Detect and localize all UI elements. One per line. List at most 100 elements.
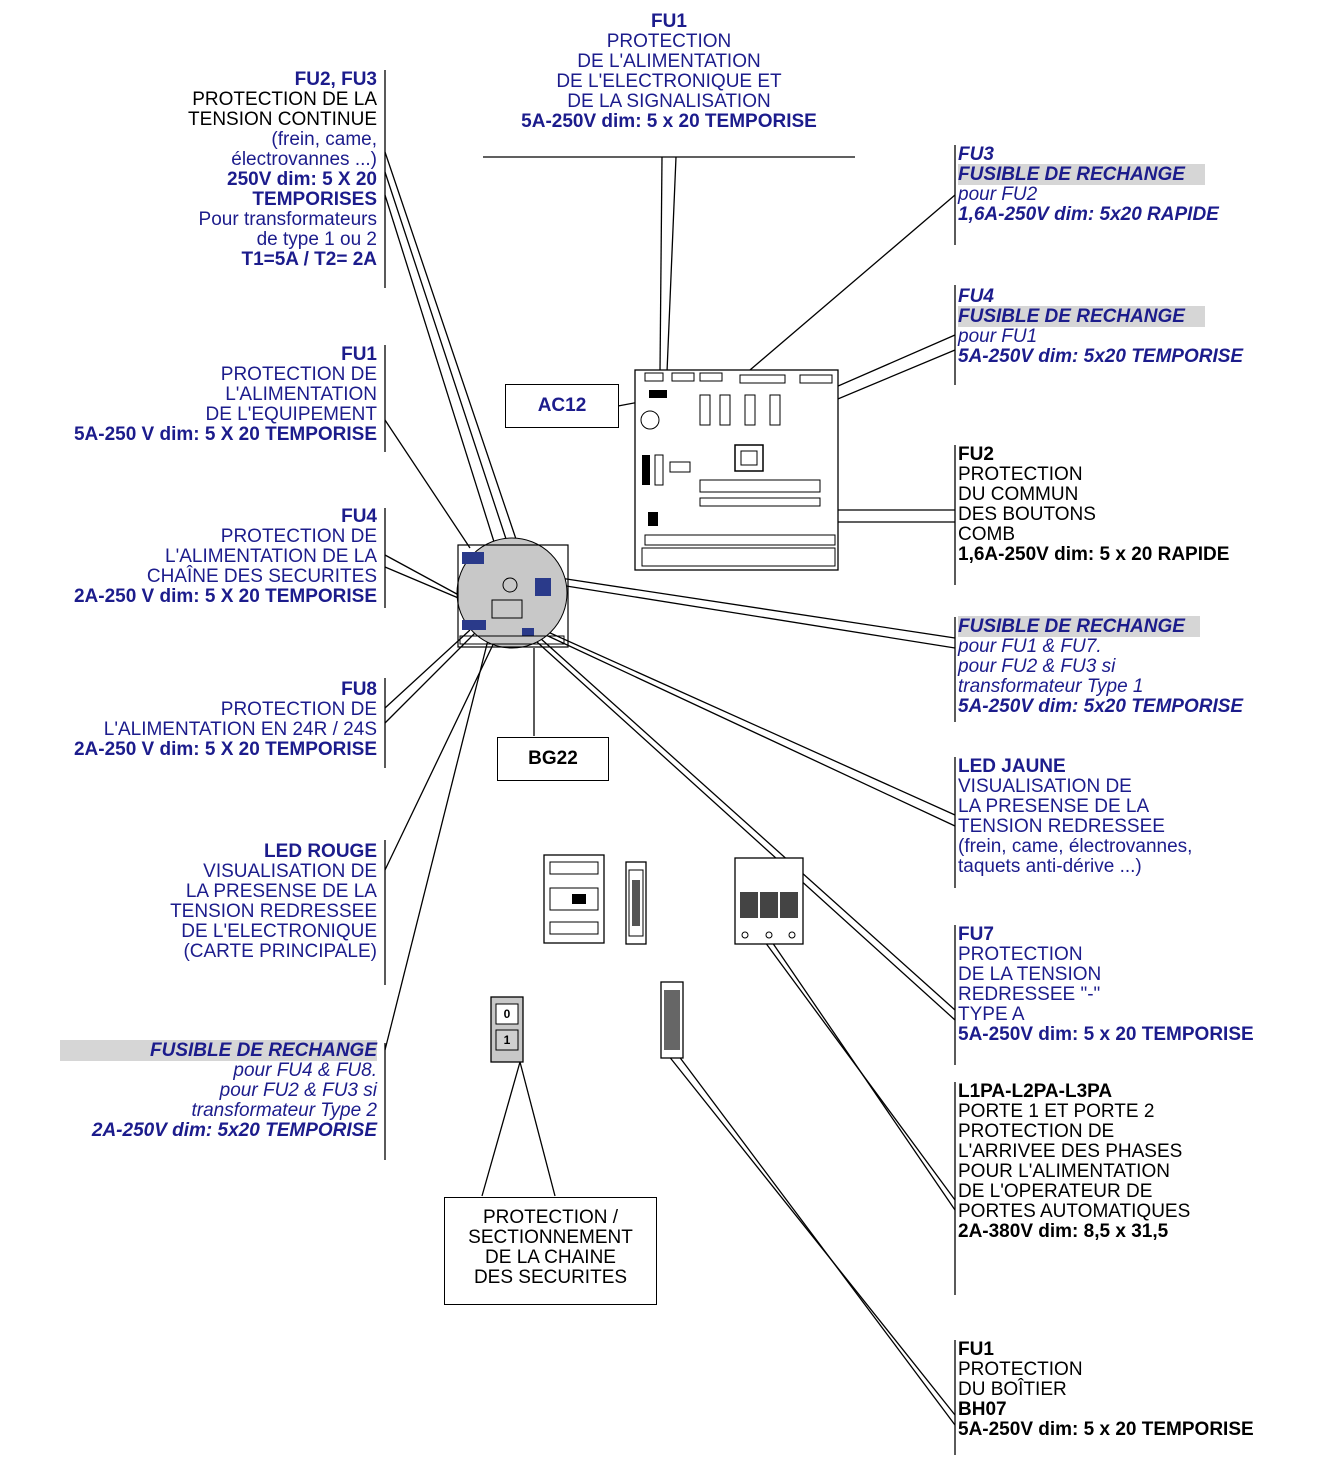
circuit-breaker — [734, 857, 804, 945]
fu3-right-line-2: pour FU2 — [958, 184, 1038, 205]
fu8-label: FU8 PROTECTION DE L'ALIMENTATION EN 24R … — [74, 680, 377, 760]
fu4-left-rating: 2A-250 V dim: 5 X 20 TEMPORISE — [73, 586, 377, 607]
fu7-rating: 5A-250V dim: 5 x 20 TEMPORISE — [958, 1024, 1254, 1045]
l1pa-rating: 2A-380V dim: 8,5 x 31,5 — [958, 1221, 1169, 1242]
fu2-right-title: FU2 — [958, 444, 994, 465]
fu1-top-line-2: DE L'ALIMENTATION — [577, 51, 761, 72]
fu4-left-label: FU4 PROTECTION DE L'ALIMENTATION DE LA C… — [74, 507, 377, 607]
fu1-bh07-line-2: DU BOÎTIER — [958, 1379, 1067, 1400]
fu4-right-title: FU4 — [958, 286, 994, 307]
fu2-fu3-title: FU2, FU3 — [294, 69, 377, 90]
fu4-left-line-1: PROTECTION DE — [220, 526, 377, 547]
fu8-rating: 2A-250 V dim: 5 X 20 TEMPORISE — [73, 739, 377, 760]
led-rouge-line-3: TENSION REDRESSEE — [170, 901, 377, 922]
led-rouge-line-5: (CARTE PRINCIPALE) — [183, 941, 377, 962]
rechange-left-label: FUSIBLE DE RECHANGE pour FU4 & FU8. pour… — [60, 1040, 377, 1141]
fu7-line-1: PROTECTION — [958, 944, 1083, 965]
fu2-fu3-line-1: PROTECTION DE LA — [192, 89, 377, 110]
led-jaune-line-3: TENSION REDRESSEE — [958, 816, 1165, 837]
rechange-right-line-3: transformateur Type 1 — [958, 676, 1144, 697]
led-rouge-label: LED ROUGE VISUALISATION DE LA PRESENSE D… — [170, 842, 377, 962]
fu1-bh07-line-3: BH07 — [958, 1399, 1007, 1420]
fu3-right-subtitle: FUSIBLE DE RECHANGE — [958, 164, 1205, 185]
sect-line-3: DE LA CHAINE — [485, 1247, 616, 1268]
fu7-line-4: TYPE A — [958, 1004, 1025, 1025]
fu4-left-line-3: CHAÎNE DES SECURITES — [146, 566, 377, 587]
fu1-top-label: FU1 PROTECTION DE L'ALIMENTATION DE L'EL… — [483, 12, 855, 132]
contactor — [543, 854, 605, 944]
bg22-label: BG22 — [528, 748, 578, 769]
fu1-top-title: FU1 — [651, 11, 687, 32]
fu4-right-label: FU4 FUSIBLE DE RECHANGE pour FU1 5A-250V… — [958, 287, 1243, 367]
led-rouge-title: LED ROUGE — [264, 841, 377, 862]
fu2-fu3-rating-1: 250V dim: 5 X 20 — [227, 169, 377, 190]
led-jaune-line-2: LA PRESENSE DE LA — [958, 796, 1150, 817]
ac12-label-box: AC12 — [505, 384, 619, 428]
bh07-fuse-holder — [660, 981, 684, 1059]
bg22-label-box: BG22 — [497, 737, 609, 781]
fu2-fu3-line-9: T1=5A / T2= 2A — [241, 249, 377, 270]
sect-line-4: DES SECURITES — [473, 1267, 628, 1288]
led-jaune-line-4: (frein, came, électrovannes, — [958, 836, 1193, 857]
fu1-bh07-label: FU1 PROTECTION DU BOÎTIER BH07 5A-250V d… — [958, 1340, 1254, 1440]
fu1-top-line-4: DE LA SIGNALISATION — [567, 91, 771, 112]
l1pa-line-5: DE L'OPERATEUR DE — [958, 1181, 1153, 1202]
fu7-label: FU7 PROTECTION DE LA TENSION REDRESSEE "… — [958, 925, 1254, 1045]
rechange-left-title: FUSIBLE DE RECHANGE — [60, 1040, 377, 1061]
fu1-bh07-rating: 5A-250V dim: 5 x 20 TEMPORISE — [958, 1419, 1254, 1440]
sect-line-2: SECTIONNEMENT — [468, 1227, 633, 1248]
led-jaune-line-5: taquets anti-dérive ...) — [958, 856, 1142, 877]
rechange-left-line-3: transformateur Type 2 — [191, 1100, 377, 1121]
led-rouge-line-1: VISUALISATION DE — [203, 861, 377, 882]
l1pa-line-2: PROTECTION DE — [958, 1121, 1115, 1142]
fu1-left-rating: 5A-250 V dim: 5 X 20 TEMPORISE — [73, 424, 377, 445]
fu2-fu3-rating-2: TEMPORISES — [252, 189, 377, 210]
switch-label-0: 0 — [503, 1007, 511, 1021]
led-rouge-line-4: DE L'ELECTRONIQUE — [181, 921, 377, 942]
fu1-left-line-3: DE L'EQUIPEMENT — [205, 404, 378, 425]
sectionnement-box: PROTECTION / SECTIONNEMENT DE LA CHAINE … — [444, 1197, 657, 1305]
fu4-right-line-2: pour FU1 — [958, 326, 1038, 347]
fu1-top-line-1: PROTECTION — [606, 31, 732, 52]
fu2-fu3-line-7: Pour transformateurs — [198, 209, 377, 230]
switch-label-1: 1 — [503, 1033, 511, 1047]
l1pa-line-4: POUR L'ALIMENTATION — [958, 1161, 1170, 1182]
fu2-fu3-line-2: TENSION CONTINUE — [188, 109, 377, 130]
sect-line-1: PROTECTION / — [482, 1207, 619, 1228]
fu4-left-title: FU4 — [341, 506, 377, 527]
rechange-right-rating: 5A-250V dim: 5x20 TEMPORISE — [958, 696, 1244, 717]
fu1-bh07-title: FU1 — [958, 1339, 994, 1360]
fu2-right-line-3: DES BOUTONS — [958, 504, 1096, 525]
rechange-left-line-2: pour FU2 & FU3 si — [219, 1080, 377, 1101]
fu1-bh07-line-1: PROTECTION — [958, 1359, 1083, 1380]
fu2-right-rating: 1,6A-250V dim: 5 x 20 RAPIDE — [958, 544, 1230, 565]
relay-terminal — [625, 861, 647, 945]
fu4-right-rating: 5A-250V dim: 5x20 TEMPORISE — [958, 346, 1244, 367]
rechange-left-rating: 2A-250V dim: 5x20 TEMPORISE — [91, 1120, 377, 1141]
fu8-line-2: L'ALIMENTATION EN 24R / 24S — [103, 719, 377, 740]
rechange-right-label: FUSIBLE DE RECHANGE pour FU1 & FU7. pour… — [958, 616, 1244, 717]
l1pa-title: L1PA-L2PA-L3PA — [958, 1081, 1113, 1102]
bg22-circuit-board — [456, 537, 569, 649]
led-jaune-line-1: VISUALISATION DE — [958, 776, 1132, 797]
fu2-fu3-line-4: électrovannes ...) — [231, 149, 377, 170]
l1pa-label: L1PA-L2PA-L3PA PORTE 1 ET PORTE 2 PROTEC… — [958, 1082, 1190, 1242]
l1pa-line-6: PORTES AUTOMATIQUES — [958, 1201, 1191, 1222]
fu2-fu3-line-3: (frein, came, — [271, 129, 377, 150]
fu7-line-3: REDRESSEE "-" — [958, 984, 1101, 1005]
ac12-circuit-board — [634, 369, 839, 571]
fu3-right-rating: 1,6A-250V dim: 5x20 RAPIDE — [958, 204, 1219, 225]
led-rouge-line-2: LA PRESENSE DE LA — [185, 881, 377, 902]
l1pa-line-3: L'ARRIVEE DES PHASES — [958, 1141, 1183, 1162]
fu1-left-line-2: L'ALIMENTATION — [225, 384, 377, 405]
selector-switch — [490, 996, 524, 1063]
fu8-line-1: PROTECTION DE — [220, 699, 377, 720]
rechange-right-line-1: pour FU1 & FU7. — [958, 636, 1102, 657]
fu3-right-label: FU3 FUSIBLE DE RECHANGE pour FU2 1,6A-25… — [958, 145, 1219, 225]
fu2-right-line-4: COMB — [958, 524, 1015, 545]
fu2-right-line-2: DU COMMUN — [958, 484, 1079, 505]
led-jaune-title: LED JAUNE — [958, 756, 1066, 777]
rechange-left-line-1: pour FU4 & FU8. — [233, 1060, 377, 1081]
fu2-right-label: FU2 PROTECTION DU COMMUN DES BOUTONS COM… — [958, 445, 1229, 565]
